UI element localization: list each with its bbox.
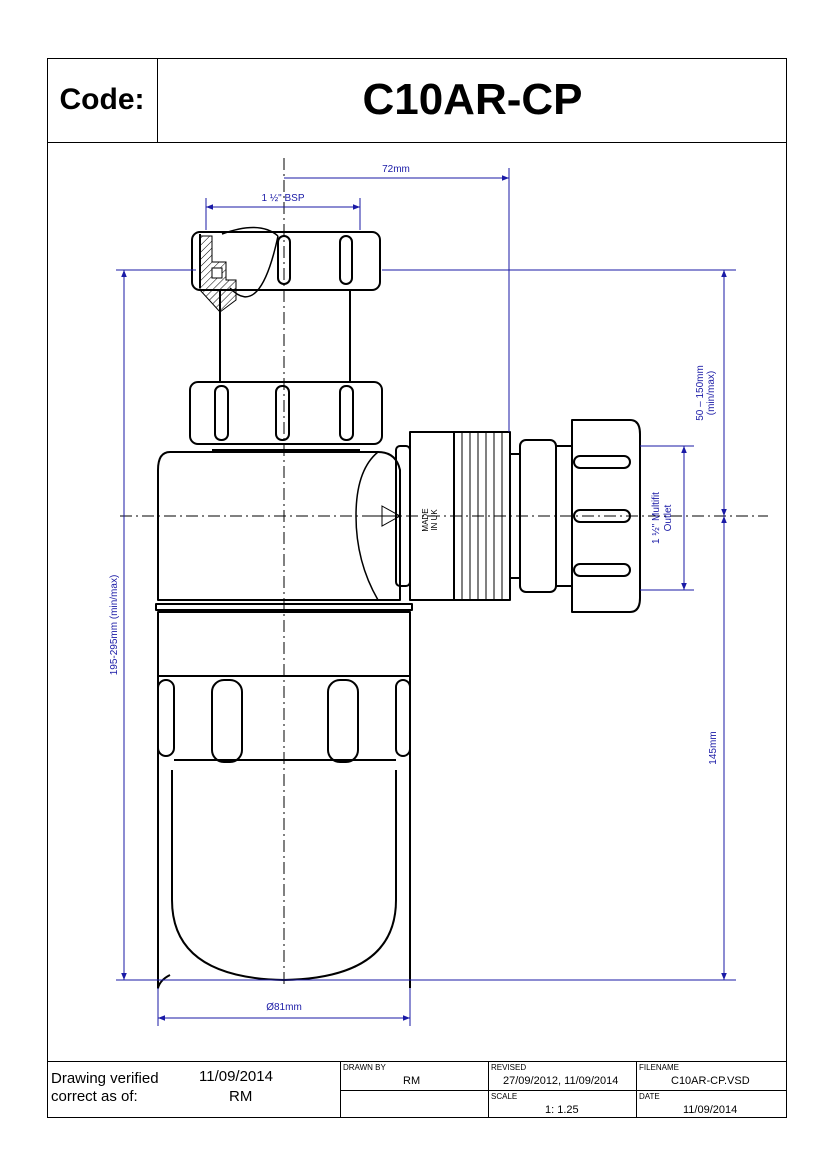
dim-outlet-1: 1 ½" Multifit <box>651 492 662 544</box>
scale-value: 1: 1.25 <box>545 1104 579 1116</box>
revised-label: REVISED <box>491 1063 527 1072</box>
dim-diameter: Ø81mm <box>266 1002 302 1013</box>
drawing-sheet-border <box>47 58 787 1118</box>
drawn-by-value: RM <box>403 1075 421 1087</box>
revised-cell: REVISED 27/09/2012, 11/09/2014 SCALE 1: … <box>488 1062 637 1118</box>
verified-label-2: correct as of: <box>51 1088 138 1105</box>
date-label: DATE <box>639 1092 660 1101</box>
date-value: 11/09/2014 <box>683 1104 738 1116</box>
centre-lines <box>120 158 768 985</box>
filename-value: C10AR-CP.VSD <box>671 1075 750 1087</box>
trap-body-outline <box>155 226 641 989</box>
drawn-by-label: DRAWN BY <box>343 1063 386 1072</box>
verified-date: 11/09/2014 <box>199 1068 273 1085</box>
title-block: Drawing verified correct as of: 11/09/20… <box>47 1061 787 1118</box>
thread-section <box>199 235 237 313</box>
verified-by: RM <box>229 1088 253 1105</box>
product-code: C10AR-CP <box>158 58 787 143</box>
made-in-uk-emboss-1: MADE <box>421 508 430 531</box>
made-in-uk-emboss-2: IN UK <box>430 509 439 531</box>
dim-72mm: 72mm <box>382 164 410 175</box>
filename-cell: FILENAME C10AR-CP.VSD DATE 11/09/2014 <box>636 1062 787 1118</box>
flow-arrow-emboss <box>370 505 402 527</box>
dimension-lines <box>116 168 736 1026</box>
filename-label: FILENAME <box>639 1063 680 1072</box>
dim-145mm: 145mm <box>708 731 719 764</box>
dim-bsp: 1 ½" BSP <box>261 193 304 204</box>
scale-label: SCALE <box>491 1092 518 1101</box>
dim-outlet-2: Outlet <box>663 504 674 531</box>
dim-height-range-sub: (min/max) <box>706 371 717 415</box>
code-label: Code: <box>47 58 158 143</box>
dim-height-range: 50 – 150mm <box>695 365 706 421</box>
revised-value: 27/09/2012, 11/09/2014 <box>503 1075 619 1087</box>
dim-overall-height: 195-295mm (min/max) <box>109 575 120 676</box>
verified-label-1: Drawing verified <box>51 1070 159 1087</box>
